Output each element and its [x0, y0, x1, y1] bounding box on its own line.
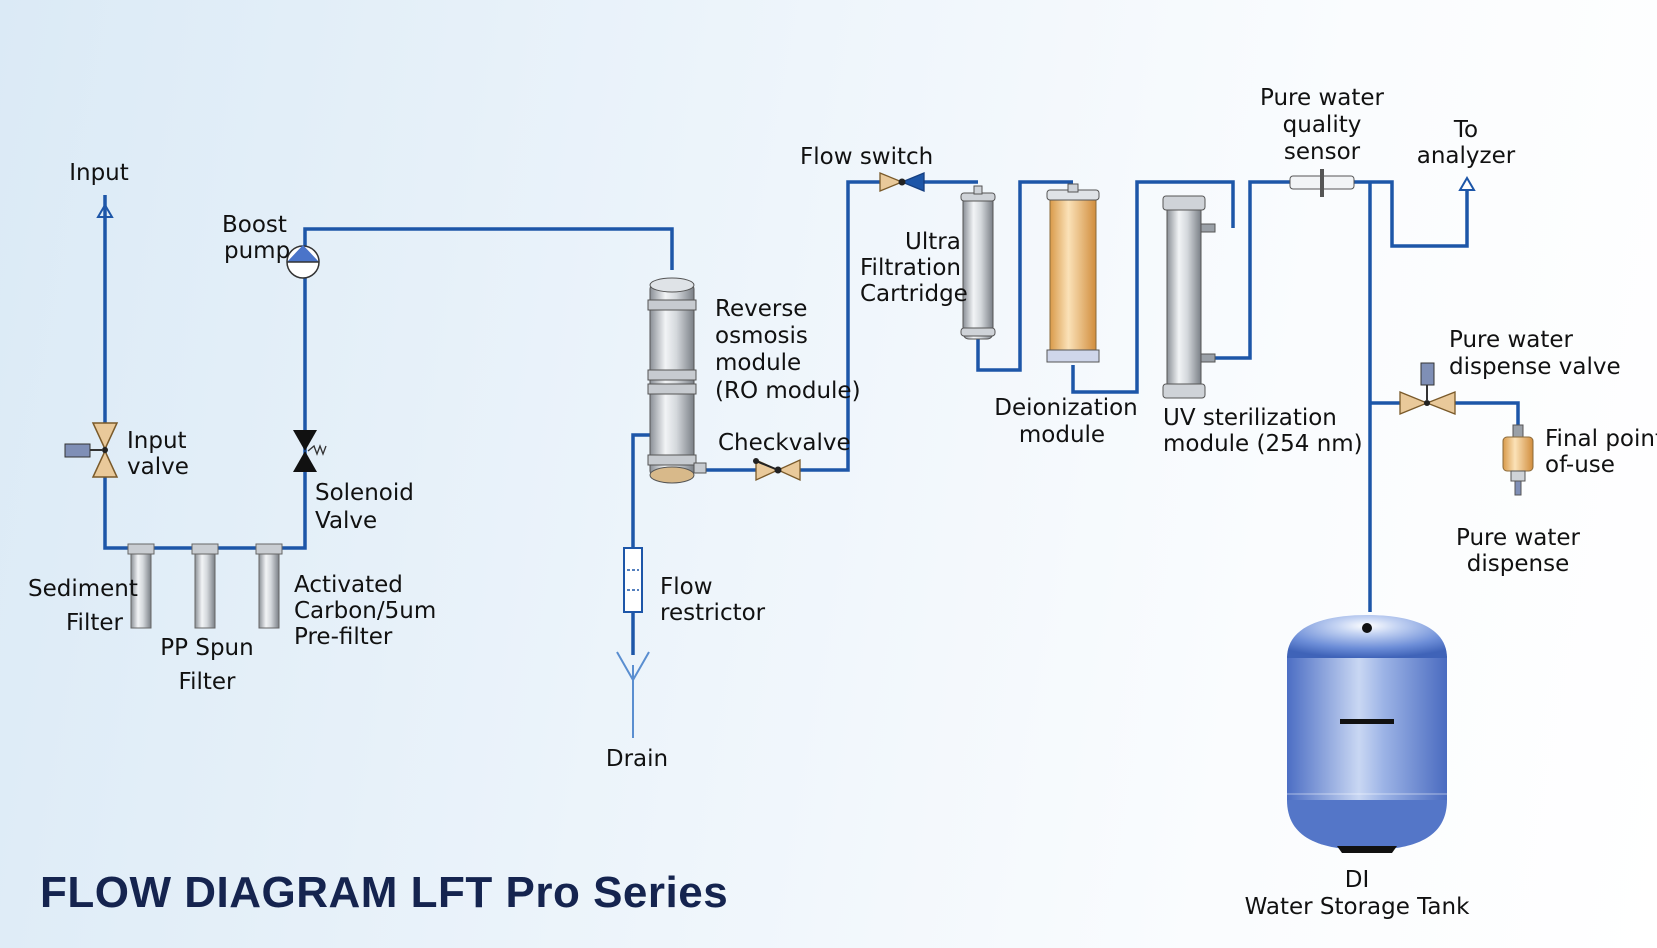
flow-switch-icon [879, 172, 925, 192]
solenoid-valve-icon [293, 430, 327, 472]
solenoid-label-2: Valve [315, 508, 377, 534]
input-label: Input [69, 160, 129, 186]
storage-tank-icon [1287, 615, 1447, 853]
carbon-label-3: Pre-filter [294, 624, 393, 650]
pp-spun-label-1: PP Spun [160, 635, 253, 661]
sensor-label-2: quality [1283, 112, 1362, 138]
pump-icon [286, 245, 320, 279]
carbon-label-1: Activated [294, 572, 403, 598]
pure-dispense-label-1: Pure water [1456, 525, 1581, 551]
input-valve-label-1: Input [127, 428, 187, 454]
sediment-filter-label-1: Sediment [28, 576, 138, 602]
drain-funnel-icon [616, 651, 650, 683]
uv-label-1: UV sterilization [1163, 405, 1337, 431]
final-point-label-2: of-use [1545, 452, 1615, 478]
analyzer-label-1: To [1453, 117, 1478, 143]
dispense-valve-label-2: dispense valve [1449, 354, 1621, 380]
analyzer-arrow-icon [1458, 176, 1476, 191]
analyzer-label-2: analyzer [1417, 143, 1516, 169]
boost-pump-label-1: Boost [222, 212, 287, 238]
input-valve-label-2: valve [127, 454, 189, 480]
uf-cartridge-icon [960, 185, 996, 340]
tank-label-2: Water Storage Tank [1245, 894, 1471, 920]
dispense-valve-label-1: Pure water [1449, 327, 1574, 353]
di-label-2: module [1019, 422, 1105, 448]
ro-label-4: (RO module) [715, 378, 861, 404]
boost-pump-label-2: pump [224, 238, 290, 264]
pure-dispense-label-2: dispense [1467, 551, 1569, 577]
sensor-label-3: sensor [1284, 139, 1361, 165]
carbon-label-2: Carbon/5um [294, 598, 436, 624]
solenoid-label-1: Solenoid [315, 480, 414, 506]
di-label-1: Deionization [994, 395, 1138, 421]
ro-label-2: osmosis [715, 323, 808, 349]
input-arrow-icon [96, 203, 114, 218]
checkvalve-icon [753, 458, 801, 482]
flow-restrictor-label-1: Flow [660, 574, 713, 600]
sediment-filter-icon [127, 543, 155, 629]
ro-label-3: module [715, 350, 801, 376]
di-module-icon [1046, 183, 1100, 363]
sediment-filter-label-2: Filter [66, 610, 124, 636]
pp-spun-label-2: Filter [179, 669, 237, 695]
sensor-label-1: Pure water [1260, 85, 1385, 111]
drain-label: Drain [606, 746, 668, 772]
quality-sensor-icon [1289, 169, 1355, 197]
uf-label-2: Filtration [860, 255, 961, 281]
ro-module-icon [647, 277, 707, 484]
final-point-label-1: Final point- [1545, 426, 1657, 452]
flow-restrictor-label-2: restrictor [660, 600, 766, 626]
uv-module-icon [1162, 195, 1216, 399]
input-valve-icon [64, 422, 119, 478]
dispense-valve-icon [1399, 362, 1456, 415]
uf-label-3: Cartridge [860, 281, 968, 307]
pp-spun-filter-icon [191, 543, 219, 629]
tank-label-1: DI [1345, 867, 1370, 893]
uv-label-2: module (254 nm) [1163, 431, 1363, 457]
flow-restrictor-icon [623, 547, 643, 613]
checkvalve-label: Checkvalve [718, 430, 851, 456]
ro-label-1: Reverse [715, 296, 807, 322]
page-title: FLOW DIAGRAM LFT Pro Series [40, 868, 729, 917]
flow-switch-label: Flow switch [800, 144, 933, 170]
uf-label-1: Ultra [905, 229, 961, 255]
final-filter-icon [1502, 424, 1534, 496]
carbon-prefilter-icon [255, 543, 283, 629]
